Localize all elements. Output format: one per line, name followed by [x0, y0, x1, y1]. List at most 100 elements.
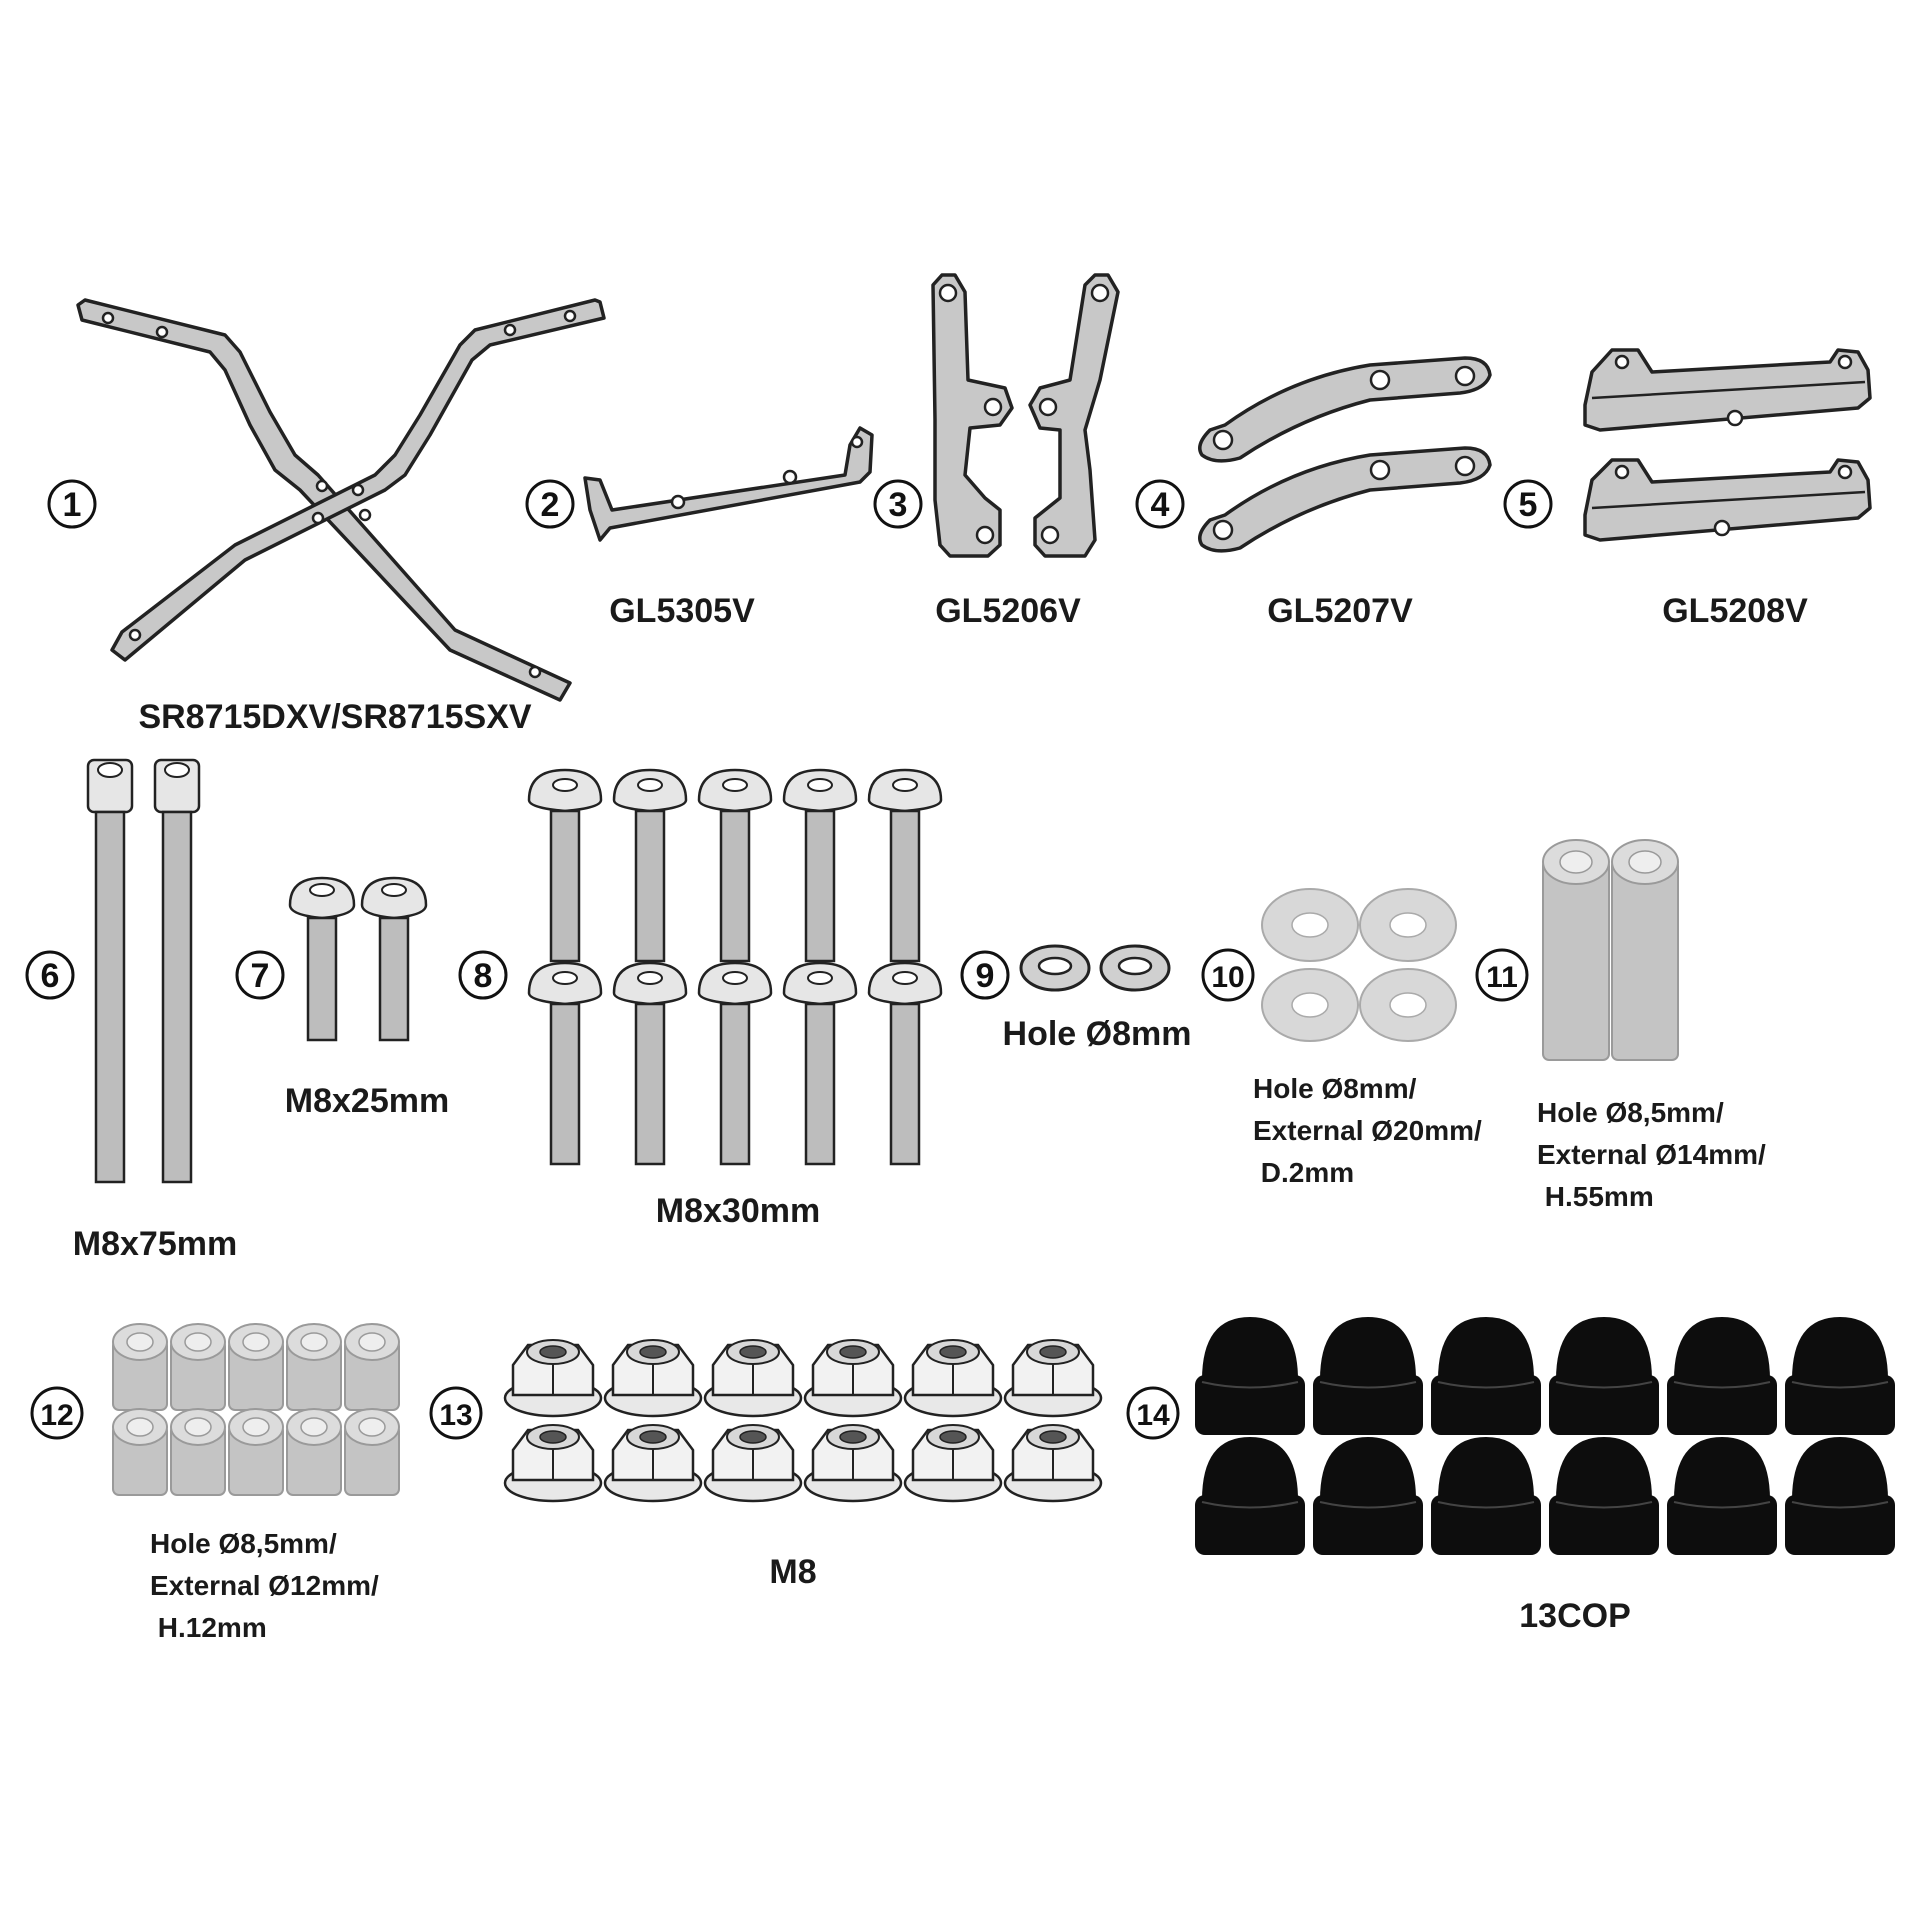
part-number-12: 12 [30, 1386, 84, 1440]
part-10-flat-washers [1261, 888, 1457, 1042]
hole [1369, 369, 1391, 391]
short-spacer [112, 1323, 168, 1411]
short-spacer [344, 1323, 400, 1411]
part-spec-8: M8x30mm [656, 1192, 820, 1230]
hole [1454, 455, 1476, 477]
hole [311, 511, 325, 525]
flange-nut [503, 1339, 603, 1418]
flange-nut [503, 1424, 603, 1503]
part-number-3: 3 [873, 479, 923, 529]
part-3-vertical-brackets [931, 273, 1120, 558]
cap-nut [1195, 1317, 1305, 1435]
lock-washer [1019, 944, 1091, 992]
part-number-11: 11 [1475, 948, 1529, 1002]
part-number-8: 8 [458, 950, 508, 1000]
hole [503, 323, 517, 337]
part-number-6: 6 [25, 950, 75, 1000]
bolt-m8x30 [782, 961, 858, 1166]
hole [670, 494, 686, 510]
bolt-m8x75 [86, 758, 134, 1184]
part-number-text: 14 [1136, 1399, 1170, 1432]
hole [850, 435, 864, 449]
hole [983, 397, 1003, 417]
hole [1726, 409, 1744, 427]
part-number-text: 11 [1486, 961, 1518, 994]
curved-plate-top [1198, 356, 1492, 463]
bolt-m8x30 [782, 768, 858, 963]
short-spacer [286, 1408, 342, 1496]
bracket-arm-b [110, 298, 606, 662]
flange-nut [803, 1339, 903, 1418]
part-spec-6: M8x75mm [73, 1225, 237, 1263]
bent-strip [583, 426, 874, 542]
fold-line [1591, 490, 1866, 510]
hole [938, 283, 958, 303]
cap-nut [1667, 1317, 1777, 1435]
flange-nut [1003, 1339, 1103, 1418]
part-code-4: GL5207V [1267, 592, 1413, 630]
part-code-2: GL5305V [609, 592, 755, 630]
part-8-bolts [527, 768, 943, 1166]
hole [528, 665, 542, 679]
hole [563, 309, 577, 323]
lock-washer [1099, 944, 1171, 992]
flange-nut [703, 1424, 803, 1503]
flange-nut [903, 1339, 1003, 1418]
part-number-4: 4 [1135, 479, 1185, 529]
part-6-long-bolts [86, 758, 201, 1184]
long-spacer [1542, 839, 1610, 1061]
cap-nut [1431, 1317, 1541, 1435]
part-code-3: GL5206V [935, 592, 1081, 630]
short-spacer [228, 1323, 284, 1411]
flange-nut [903, 1424, 1003, 1503]
part-number-7: 7 [235, 950, 285, 1000]
part-spec-9: Hole Ø8mm [1003, 1015, 1192, 1053]
vertical-bracket-right [1028, 273, 1120, 558]
hole [101, 311, 115, 325]
hole [1038, 397, 1058, 417]
flat-washer [1359, 888, 1457, 962]
part-number-text: 4 [1151, 486, 1170, 524]
flat-washer [1359, 968, 1457, 1042]
bolt-m8x30 [527, 768, 603, 963]
short-spacer [170, 1408, 226, 1496]
part-number-text: 8 [474, 957, 493, 995]
bolt-m8x30 [697, 768, 773, 963]
part-13-flange-nuts [503, 1339, 1103, 1503]
hole [1713, 519, 1731, 537]
vertical-bracket-left [931, 273, 1014, 558]
flat-washer [1261, 888, 1359, 962]
flange-nut [703, 1339, 803, 1418]
cap-nut [1549, 1317, 1659, 1435]
cap-nut [1785, 1317, 1895, 1435]
cap-nut [1785, 1437, 1895, 1555]
part-number-text: 5 [1519, 486, 1538, 524]
short-spacer [112, 1408, 168, 1496]
flange-nut [803, 1424, 903, 1503]
part-5-flat-brackets [1583, 348, 1872, 542]
bolt-m8x30 [612, 961, 688, 1166]
bolt-m8x30 [612, 768, 688, 963]
hole [1090, 283, 1110, 303]
part-code-5: GL5208V [1662, 592, 1808, 630]
hole [975, 525, 995, 545]
hole [1369, 459, 1391, 481]
short-spacer [228, 1408, 284, 1496]
part-code-14: 13COP [1519, 1597, 1631, 1635]
part-9-lock-washers [1019, 944, 1171, 992]
bolt-m8x30 [527, 961, 603, 1166]
fold-line [1591, 380, 1866, 400]
short-spacer [286, 1323, 342, 1411]
part-1-x-bracket [76, 298, 606, 702]
part-number-text: 1 [63, 486, 82, 524]
short-spacer [170, 1323, 226, 1411]
hole [1837, 354, 1853, 370]
bolt-m8x75 [153, 758, 201, 1184]
short-spacer [344, 1408, 400, 1496]
bolt-m8x30 [697, 961, 773, 1166]
part-code-1: SR8715DXV/SR8715SXV [138, 698, 531, 736]
part-spec-7: M8x25mm [285, 1082, 449, 1120]
hole [358, 508, 372, 522]
part-number-text: 9 [976, 957, 995, 995]
